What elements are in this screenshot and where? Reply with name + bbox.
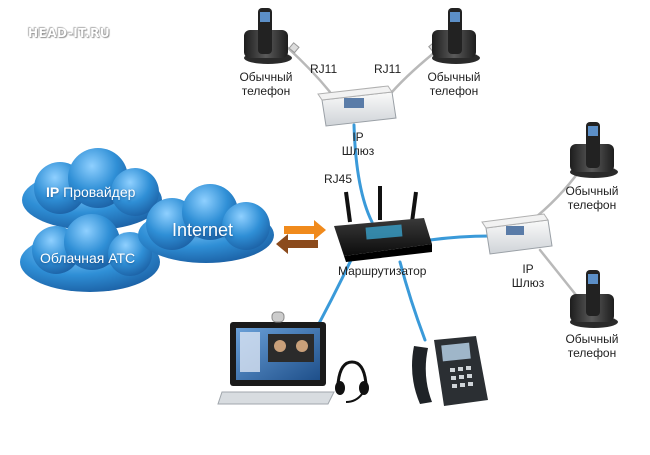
cloud-label-pbx: Облачная АТС: [40, 250, 136, 266]
label-phone-top-right: Обычный телефон: [427, 70, 481, 98]
arrow-right-orange: [284, 220, 326, 240]
watermark-logo: HEAD-IT.RU: [28, 26, 111, 40]
label-rj11-left: RJ11: [310, 62, 338, 76]
phone-top-left: [244, 8, 292, 64]
ip-provider-bold: IP: [46, 184, 60, 200]
label-router: Маршрутизатор: [338, 264, 427, 278]
cable-router-gateway-right: [428, 234, 492, 242]
label-phone-right-upper: Обычный телефон: [565, 184, 619, 212]
exchange-arrows: [276, 220, 326, 254]
cable-gateway-router: [352, 123, 374, 224]
phone-right-upper: [570, 122, 618, 178]
ip-gateway-right: [481, 213, 553, 255]
label-rj11-right: RJ11: [374, 62, 402, 76]
cloud-label-ip-provider: IP Провайдер: [46, 184, 135, 200]
ip-desk-phone: [412, 336, 488, 406]
cloud-ip-provider: [22, 148, 162, 230]
arrow-left-brown: [276, 234, 318, 254]
ip-gateway-top: [317, 85, 397, 127]
cable-router-ipphone: [398, 260, 427, 342]
label-phone-right-lower: Обычный телефон: [565, 332, 619, 360]
label-gateway-top: IP Шлюз: [341, 130, 375, 158]
cable-rj11-top-left: [286, 46, 332, 94]
phone-right-lower: [570, 270, 618, 328]
router: [334, 186, 432, 262]
cloud-internet: [138, 184, 274, 263]
laptop: [217, 311, 369, 405]
label-rj45: RJ45: [324, 172, 353, 186]
cloud-label-internet: Internet: [172, 220, 234, 240]
phone-top-right: [432, 8, 480, 64]
ip-provider-rest: Провайдер: [63, 184, 136, 200]
label-phone-top-left: Обычный телефон: [239, 70, 293, 98]
label-gateway-right: IP Шлюз: [511, 262, 545, 290]
